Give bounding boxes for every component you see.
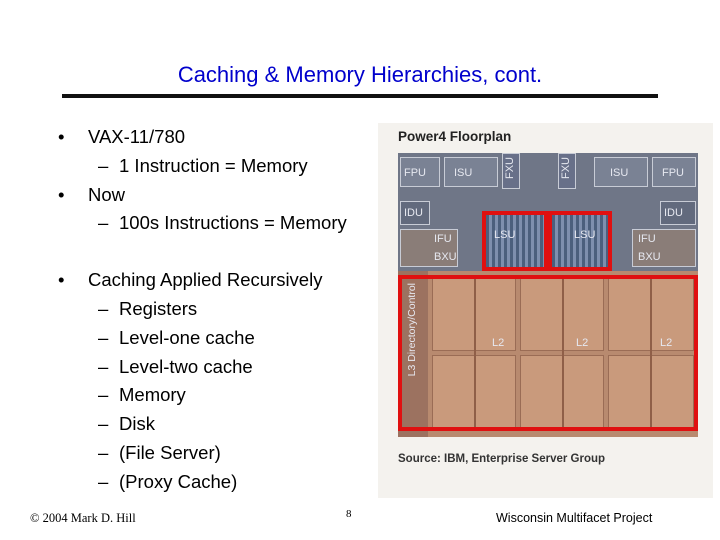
fpu-block-left: [400, 157, 440, 187]
label-isu-left: ISU: [454, 167, 473, 179]
sub-bullet-item: – 100s Instructions = Memory: [58, 209, 347, 238]
label-idu-right: IDU: [664, 207, 683, 219]
bullet-text: Now: [88, 183, 126, 205]
fpu-block-right: [652, 157, 696, 187]
label-l2: L2: [660, 337, 673, 349]
footer-copyright: © 2004 Mark D. Hill: [30, 511, 136, 525]
lsu-array-right: [552, 215, 608, 267]
cache-divider: [650, 277, 652, 431]
highlight-box-lsu-left: [482, 211, 548, 271]
sub-bullet-text: (Proxy Cache): [119, 470, 238, 492]
bullet-text: Caching Applied Recursively: [88, 269, 323, 291]
cache-divider: [562, 277, 564, 431]
figure-title: Power4 Floorplan: [398, 129, 512, 144]
isu-block-left: [444, 157, 498, 187]
sub-bullet-text: Registers: [119, 297, 198, 319]
slide-title: Caching & Memory Hierarchies, cont.: [177, 62, 543, 87]
sub-bullet-item: –Memory: [58, 381, 347, 410]
footer-project: Wisconsin Multifacet Project: [496, 511, 653, 525]
chip-die: FPU ISU FXU FXU ISU FPU IDU IFU BXU LSU …: [398, 153, 698, 437]
dash-symbol: –: [98, 441, 109, 463]
bullet-symbol: •: [58, 183, 65, 205]
sub-bullet-item: –Registers: [58, 295, 347, 324]
label-bxu-right: BXU: [638, 251, 661, 263]
label-ifu-right: IFU: [638, 233, 656, 245]
l3-directory-strip: [398, 271, 428, 437]
label-lsu-left: LSU: [494, 229, 516, 241]
label-ifu-left: IFU: [434, 233, 452, 245]
bullet-symbol: •: [58, 126, 65, 147]
label-fpu-right: FPU: [662, 167, 684, 179]
title-underline: [62, 94, 658, 98]
ifu-bxu-block-right: [632, 229, 696, 267]
sub-bullet-text: 1 Instruction = Memory: [119, 154, 308, 176]
label-fpu-left: FPU: [404, 167, 426, 179]
sub-bullet-item: –Disk: [58, 410, 347, 439]
sub-bullet-item: –Level-two cache: [58, 353, 347, 382]
highlight-box-cache: [398, 275, 698, 431]
label-lsu-right: LSU: [574, 229, 596, 241]
fxu-block-left: [502, 153, 520, 189]
idu-block-left: [400, 201, 430, 225]
dash-symbol: –: [98, 154, 109, 176]
dash-symbol: –: [98, 212, 109, 234]
highlight-box-lsu-right: [548, 211, 612, 271]
label-fxu-left: FXU: [504, 157, 516, 179]
sub-bullet-item: –(File Server): [58, 439, 347, 468]
lsu-array-left: [486, 215, 544, 267]
bullet-symbol: •: [58, 269, 65, 291]
sub-bullet-text: 100s Instructions = Memory: [119, 212, 347, 234]
sub-bullet-text: Level-one cache: [119, 326, 255, 348]
label-idu-left: IDU: [404, 207, 423, 219]
page-number: 8: [346, 508, 352, 520]
idu-block-right: [660, 201, 696, 225]
sub-bullet-item: –(Proxy Cache): [58, 468, 347, 497]
label-isu-right: ISU: [610, 167, 629, 179]
label-l2: L2: [576, 337, 589, 349]
bullet-item: • VAX-11/780: [58, 123, 347, 152]
label-fxu-right: FXU: [560, 157, 572, 179]
figure-source: Source: IBM, Enterprise Server Group: [398, 453, 606, 465]
dash-symbol: –: [98, 355, 109, 377]
fxu-block-right: [558, 153, 576, 189]
sub-bullet-text: (File Server): [119, 441, 221, 463]
sub-bullet-text: Level-two cache: [119, 355, 253, 377]
cache-divider: [474, 277, 476, 431]
dash-symbol: –: [98, 384, 109, 406]
bullet-text: VAX-11/780: [88, 126, 186, 147]
sub-bullet-text: Disk: [119, 413, 155, 435]
bullet-item: • Now: [58, 181, 347, 210]
sub-bullet-text: Memory: [119, 384, 186, 406]
dash-symbol: –: [98, 297, 109, 319]
bullet-list: • VAX-11/780 – 1 Instruction = Memory • …: [58, 123, 347, 497]
ifu-bxu-block-left: [400, 229, 458, 267]
sub-bullet-item: – 1 Instruction = Memory: [58, 152, 347, 181]
isu-block-right: [594, 157, 648, 187]
label-bxu-left: BXU: [434, 251, 457, 263]
dash-symbol: –: [98, 326, 109, 348]
dash-symbol: –: [98, 470, 109, 492]
sub-bullet-item: –Level-one cache: [58, 324, 347, 353]
dash-symbol: –: [98, 413, 109, 435]
label-l2: L2: [492, 337, 505, 349]
bullet-item: • Caching Applied Recursively: [58, 266, 347, 295]
floorplan-figure: Power4 Floorplan FPU ISU FXU FXU ISU FPU…: [378, 123, 713, 498]
